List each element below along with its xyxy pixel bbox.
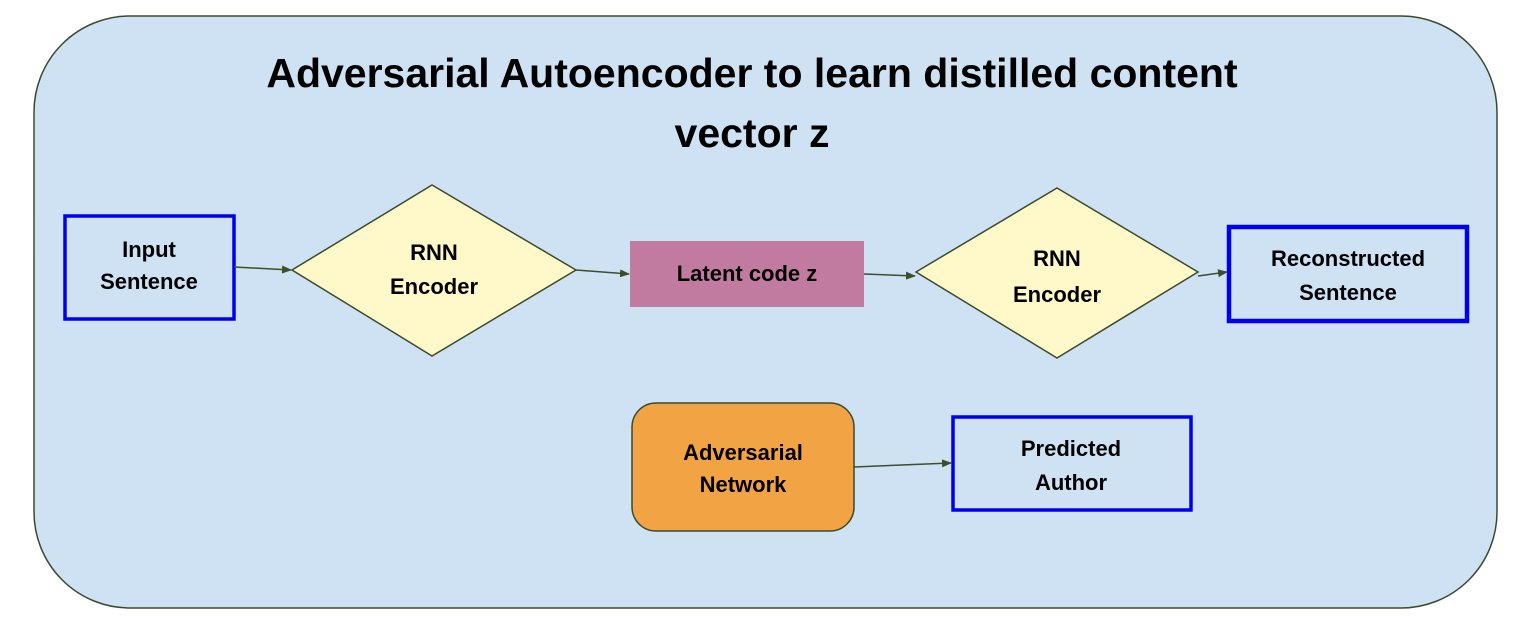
rnn-encoder-2-label-2: Encoder (1013, 282, 1101, 307)
rnn-encoder-1-diamond (290, 184, 578, 357)
rnn-encoder-1-label-2: Encoder (390, 274, 478, 299)
rnn-encoder-2-label-1: RNN (1033, 246, 1081, 271)
latent-code-label: Latent code z (677, 261, 818, 286)
title-line-1: Adversarial Autoencoder to learn distill… (266, 50, 1238, 96)
predicted-author-box (951, 415, 1193, 512)
diagram-title: Adversarial Autoencoder to learn distill… (266, 50, 1238, 156)
adversarial-network-label-2: Network (700, 472, 788, 497)
input-sentence-label-1: Input (122, 237, 176, 262)
rnn-encoder-1-label-1: RNN (410, 240, 458, 265)
node-input-sentence: Input Sentence (63, 214, 236, 321)
node-rnn-encoder-2: RNN Encoder (914, 187, 1200, 359)
arrow-input-to-encoder (233, 265, 292, 274)
node-predicted-author: Predicted Author (951, 415, 1193, 512)
arrow-encoder-to-latent (575, 269, 630, 278)
node-adversarial-network: Adversarial Network (631, 402, 855, 532)
diagram-panel (33, 15, 1498, 609)
node-latent-code: Latent code z (630, 241, 864, 307)
rnn-encoder-2-diamond (914, 187, 1200, 359)
predicted-author-label-1: Predicted (1021, 436, 1121, 461)
reconstructed-sentence-label-2: Sentence (1299, 280, 1397, 305)
node-reconstructed-sentence: Reconstructed Sentence (1226, 224, 1470, 324)
title-line-2: vector z (675, 110, 830, 156)
node-rnn-encoder-1: RNN Encoder (290, 184, 578, 357)
predicted-author-label-2: Author (1035, 470, 1108, 495)
reconstructed-sentence-label-1: Reconstructed (1271, 246, 1425, 271)
adversarial-network-label-1: Adversarial (683, 440, 803, 465)
arrow-latent-to-encoder (863, 271, 916, 280)
input-sentence-label-2: Sentence (100, 269, 198, 294)
arrow-encoder-to-reconstructed (1197, 269, 1228, 278)
arrow-adversarial-to-author (853, 459, 952, 468)
reconstructed-sentence-box (1226, 224, 1470, 324)
latent-code-box (630, 241, 864, 307)
adversarial-network-box (631, 402, 855, 532)
connectors (233, 265, 1228, 468)
